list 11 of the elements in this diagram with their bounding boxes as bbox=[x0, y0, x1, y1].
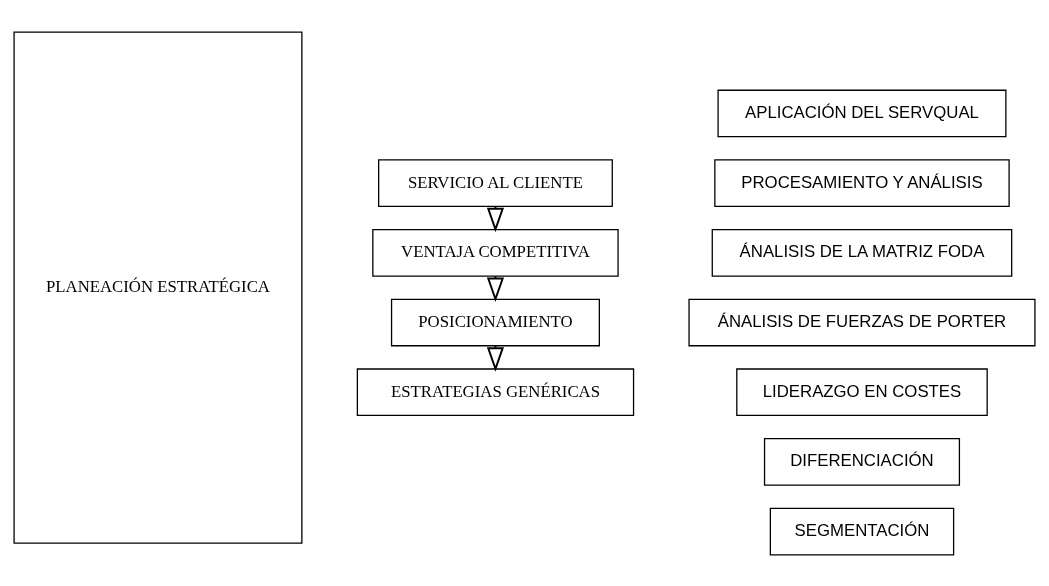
arrow bbox=[486, 274, 505, 302]
node-box: DIFERENCIACIÓN bbox=[763, 437, 961, 486]
node-box: ÁNALISIS DE LA MATRIZ FODA bbox=[711, 228, 1013, 277]
node-box: LIDERAZGO EN COSTES bbox=[736, 367, 988, 416]
node-box: ESTRATEGIAS GENÉRICAS bbox=[356, 367, 635, 416]
node-box: POSICIONAMIENTO bbox=[390, 298, 600, 346]
node-box: PROCESAMIENTO Y ANÁLISIS bbox=[714, 158, 1010, 207]
node-box: PLANEACIÓN ESTRATÉGICA bbox=[13, 31, 303, 544]
node-box: ÁNALISIS DE FUERZAS DE PORTER bbox=[688, 298, 1036, 346]
node-box: APLICACIÓN DEL SERVQUAL bbox=[717, 89, 1007, 137]
node-box: SEGMENTACIÓN bbox=[769, 507, 955, 555]
